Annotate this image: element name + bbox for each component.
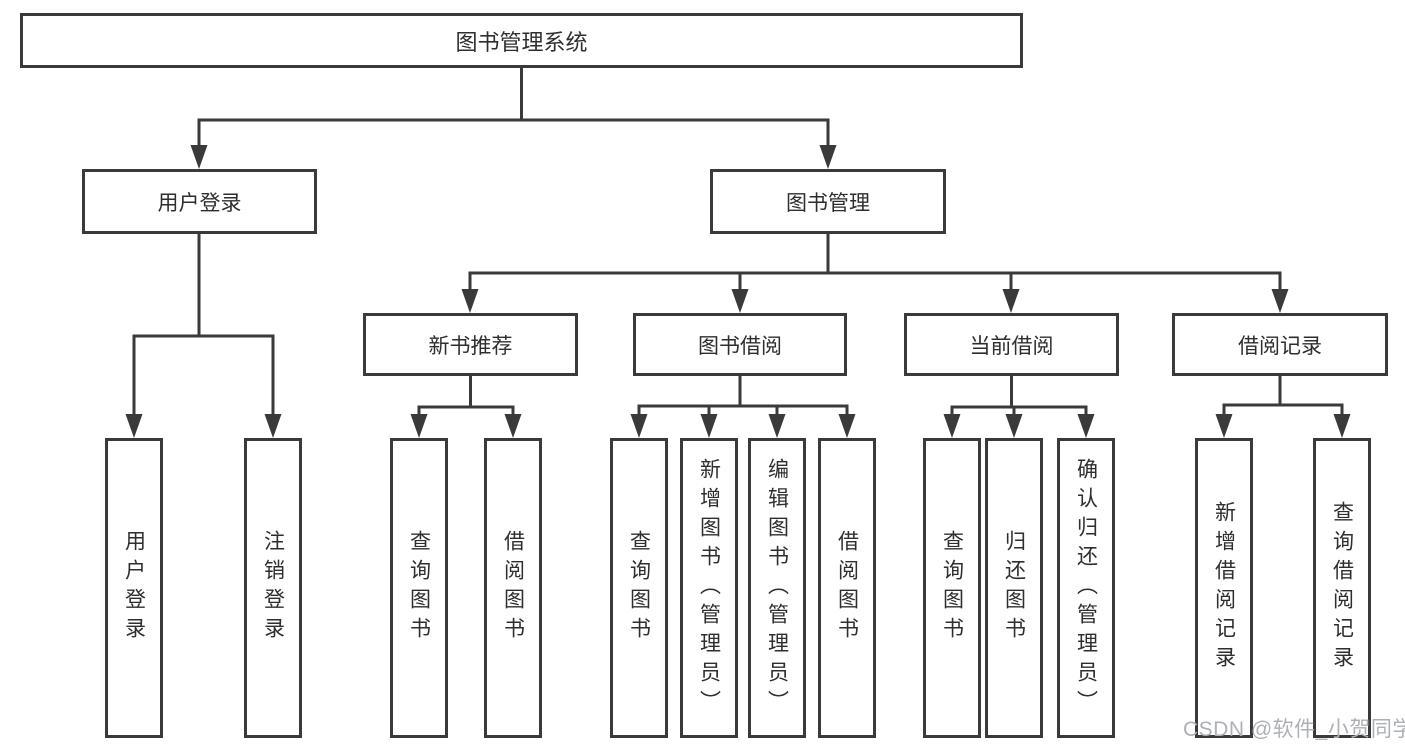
arrow-down-icon [264, 414, 282, 438]
arrow-down-icon [819, 145, 837, 169]
arrow-down-icon [768, 414, 786, 438]
leaf-borrow-books-borrowing: 借阅图书 [818, 438, 876, 738]
leaf-add-book-admin: 新增图书（管理员） [680, 438, 738, 738]
connector-new-book-recommend-to-leaves [417, 375, 515, 417]
leaf-query-books-recommend: 查询图书 [390, 438, 448, 738]
connector-book-management-to-level3 [468, 233, 1282, 292]
leaf-query-books-current: 查询图书 [923, 438, 981, 738]
leaf-query-books-borrowing: 查询图书 [610, 438, 668, 738]
arrow-down-icon [125, 414, 143, 438]
node-borrowing-records: 借阅记录 [1172, 313, 1388, 376]
arrow-down-icon [1002, 289, 1020, 313]
node-book-borrowing: 图书借阅 [633, 313, 847, 376]
csdn-watermark: CSDN @软件_小贺同学 [1183, 718, 1405, 741]
arrow-down-icon [461, 289, 479, 313]
arrow-down-icon [731, 289, 749, 313]
leaf-logout: 注销登录 [244, 438, 302, 738]
arrow-down-icon [190, 145, 208, 169]
leaf-user-login: 用户登录 [105, 438, 163, 738]
node-library-management-system: 图书管理系统 [20, 13, 1023, 68]
node-current-borrowing: 当前借阅 [904, 313, 1119, 376]
connector-lines [132, 68, 1344, 417]
connector-book-borrowing-to-leaves [637, 375, 849, 417]
connector-root-to-level2 [197, 68, 830, 148]
node-book-management: 图书管理 [710, 169, 946, 234]
arrow-down-icon [1077, 414, 1095, 438]
leaf-borrow-books-recommend: 借阅图书 [484, 438, 542, 738]
node-user-login: 用户登录 [82, 169, 317, 234]
arrow-down-icon [700, 414, 718, 438]
leaf-query-borrow-record: 查询借阅记录 [1313, 438, 1371, 738]
connector-current-borrowing-to-leaves [950, 375, 1088, 417]
connector-user-login-to-leaves [132, 233, 275, 417]
arrow-down-icon [504, 414, 522, 438]
arrow-down-icon [1271, 289, 1289, 313]
arrow-down-icon [943, 414, 961, 438]
arrow-down-icon [838, 414, 856, 438]
leaf-confirm-return-admin: 确认归还（管理员） [1057, 438, 1115, 738]
node-new-book-recommend: 新书推荐 [363, 313, 578, 376]
arrow-down-icon [630, 414, 648, 438]
arrow-down-icons [125, 145, 1351, 438]
arrow-down-icon [1333, 414, 1351, 438]
leaf-return-books: 归还图书 [985, 438, 1043, 738]
arrow-down-icon [1215, 414, 1233, 438]
leaf-add-borrow-record: 新增借阅记录 [1195, 438, 1253, 738]
arrow-down-icon [1005, 414, 1023, 438]
leaf-edit-book-admin: 编辑图书（管理员） [748, 438, 806, 738]
arrow-down-icon [410, 414, 428, 438]
connector-borrowing-records-to-leaves [1222, 375, 1344, 417]
